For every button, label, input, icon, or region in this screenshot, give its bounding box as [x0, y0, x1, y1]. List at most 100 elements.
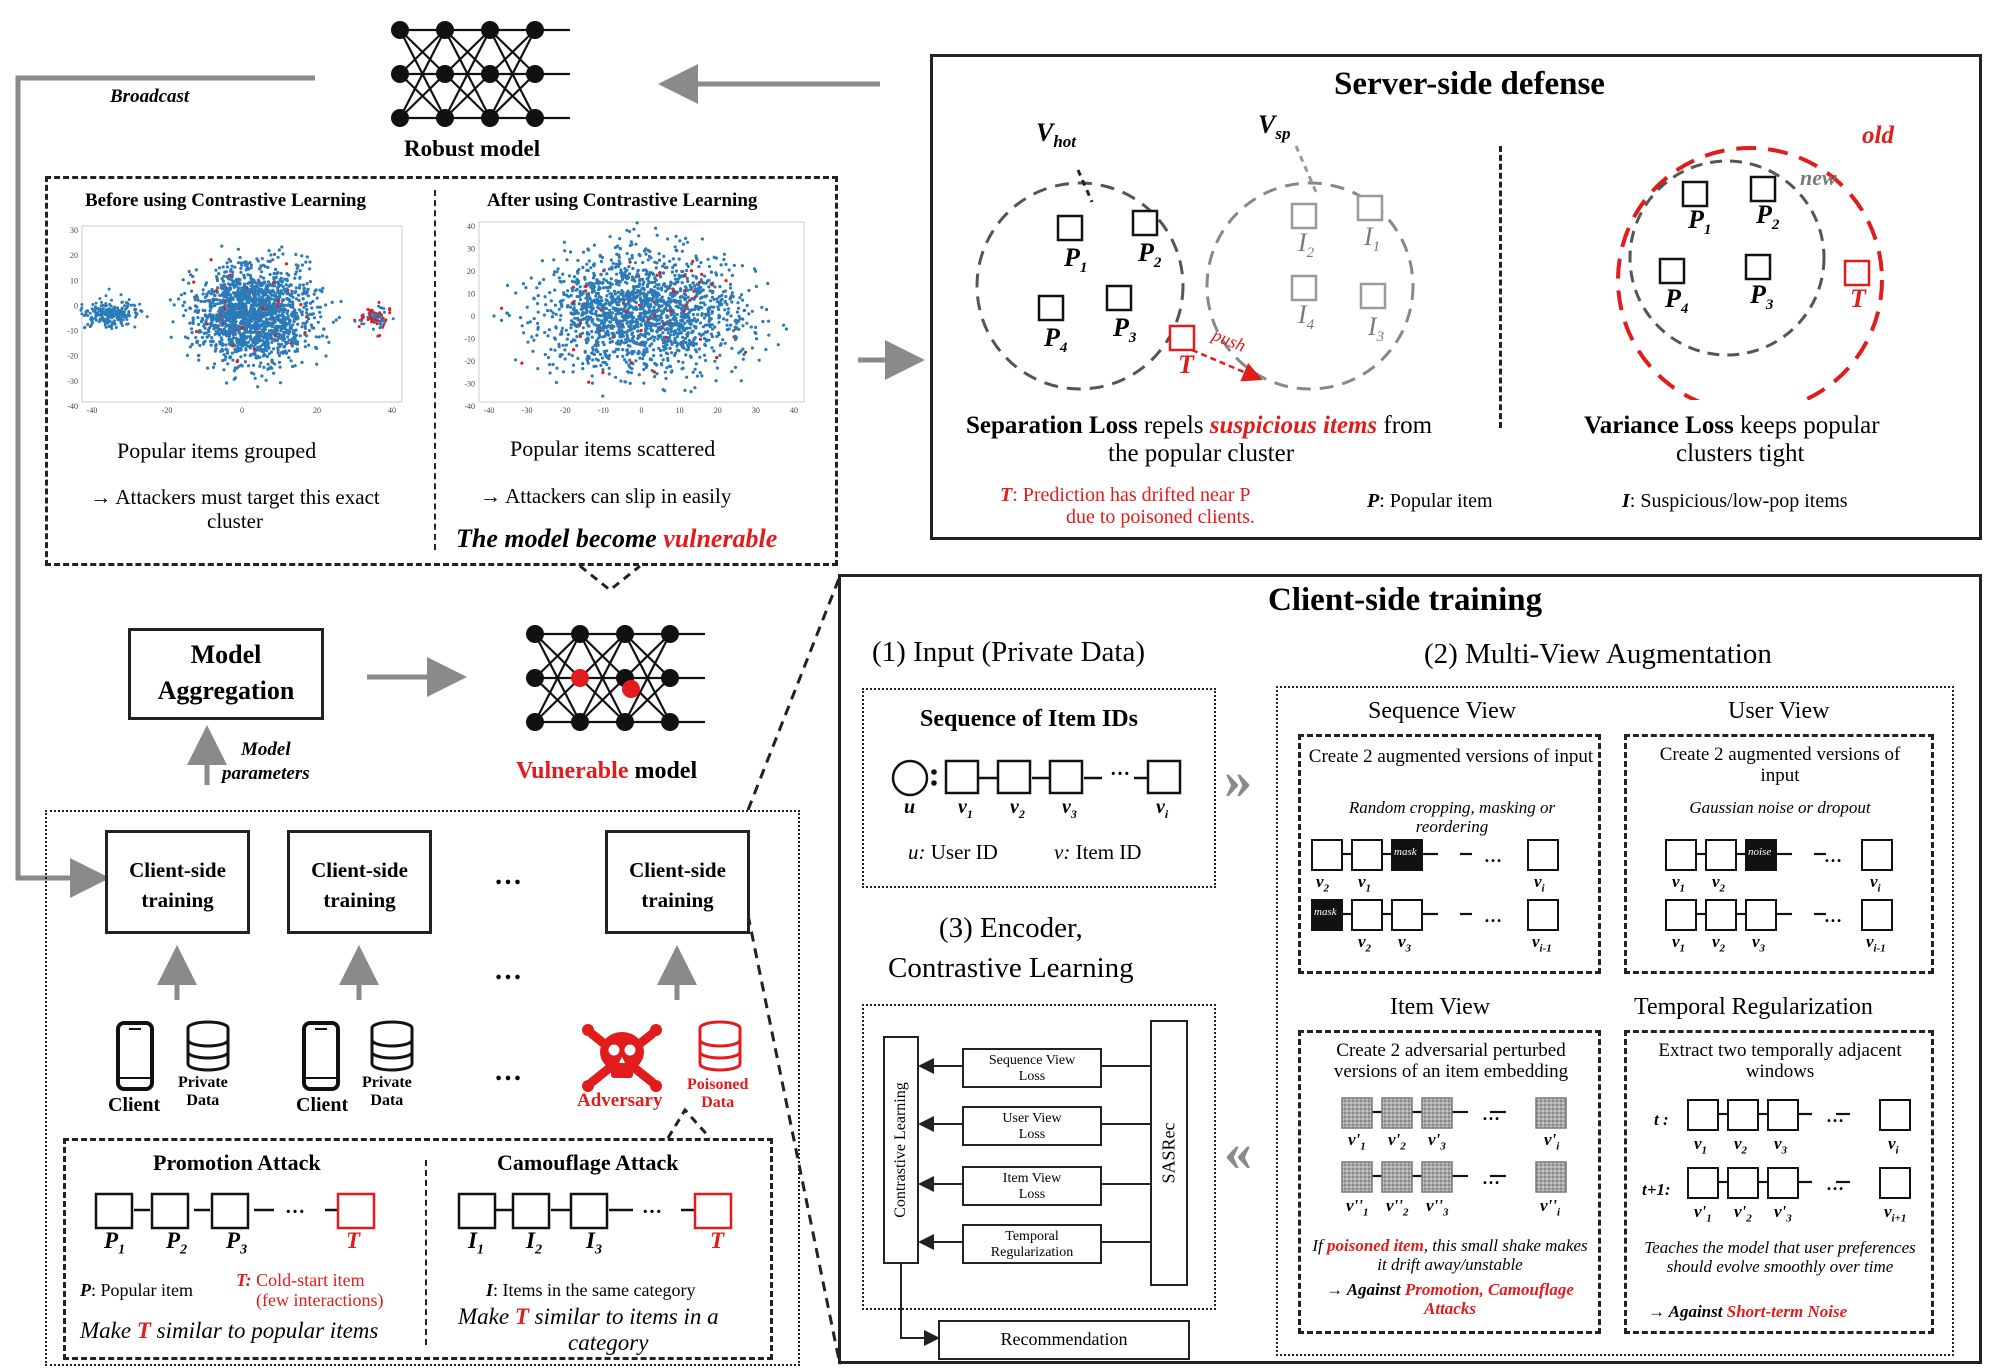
scatter-point	[116, 318, 120, 322]
item-view-heading: Item View	[1390, 994, 1491, 1020]
scatter-point	[614, 375, 618, 379]
scatter-point	[578, 285, 582, 289]
scatter-point	[601, 313, 605, 317]
scatter-point	[285, 311, 289, 316]
scatter-point	[237, 330, 241, 334]
scatter-point	[203, 295, 207, 299]
aggregation-line1: Model	[190, 640, 262, 669]
scatter-point	[284, 287, 289, 291]
scatter-point	[286, 335, 290, 339]
scatter-point	[570, 279, 575, 283]
scatter-point	[237, 305, 241, 309]
scatter-point	[628, 229, 632, 234]
scatter-point	[571, 312, 575, 316]
scatter-point	[687, 338, 691, 342]
scatter-point	[651, 308, 655, 313]
scatter-point	[312, 316, 317, 320]
tick-label: 20	[313, 406, 321, 415]
scatter-point	[730, 370, 734, 374]
scatter-point	[200, 316, 204, 321]
scatter-point	[607, 315, 611, 319]
scatter-point	[631, 337, 635, 341]
label-p2: P2	[1138, 238, 1162, 272]
scatter-point	[86, 323, 90, 326]
scatter-point	[216, 318, 220, 322]
scatter-point	[602, 321, 606, 325]
client-training-box-adversary[interactable]: Client-side training	[605, 830, 750, 934]
scatter-point	[686, 295, 690, 299]
item-view-diagram	[1341, 1097, 1567, 1193]
scatter-point	[666, 331, 670, 335]
scatter-point	[715, 335, 719, 339]
scatter-point	[659, 297, 663, 301]
scatter-point	[698, 280, 702, 284]
scatter-point	[211, 365, 216, 369]
scatter-point	[248, 295, 252, 299]
scatter-point	[286, 309, 290, 313]
scatter-point	[586, 247, 590, 251]
scatter-point	[535, 302, 540, 306]
scatter-point	[581, 250, 586, 254]
scatter-point	[725, 318, 729, 322]
scatter-point	[231, 306, 235, 310]
scatter-point	[673, 273, 677, 277]
scatter-point	[110, 321, 114, 325]
scatter-point	[221, 291, 225, 295]
scatter-point	[581, 265, 585, 270]
scatter-point	[611, 350, 615, 354]
scatter-point	[603, 317, 607, 321]
scatter-point	[663, 328, 668, 332]
scatter-point	[703, 323, 708, 327]
scatter-point	[624, 338, 628, 342]
temp-vi: vi	[1888, 1134, 1899, 1157]
aggregation-line2: Aggregation	[157, 676, 295, 705]
scatter-point	[679, 340, 683, 345]
scatter-point	[252, 307, 257, 311]
scatter-point	[590, 318, 594, 322]
scatter-point	[218, 293, 222, 297]
scatter-point	[264, 378, 268, 382]
scatter-point	[655, 372, 659, 376]
scatter-point	[99, 304, 103, 308]
scatter-point	[191, 316, 195, 320]
scatter-point	[685, 240, 690, 244]
scatter-point	[277, 342, 281, 346]
recommendation-box: Recommendation	[938, 1320, 1190, 1360]
scatter-point	[218, 301, 223, 305]
tick-label: -40	[67, 402, 78, 411]
scatter-point	[560, 304, 564, 309]
input-heading: (1) Input (Private Data)	[872, 636, 1145, 668]
clients-ellipsis-2: …	[494, 955, 522, 986]
scatter-point	[226, 298, 230, 302]
client-training-box-1[interactable]: Client-side training	[105, 830, 250, 934]
scatter-point	[630, 349, 634, 353]
scatter-point	[256, 345, 260, 349]
tick-label: -40	[464, 402, 475, 411]
scatter-point	[252, 313, 256, 317]
scatter-point	[241, 332, 245, 336]
scatter-point	[253, 316, 257, 320]
scatter-point	[669, 326, 673, 330]
scatter-point	[358, 318, 362, 322]
scatter-point	[239, 334, 243, 338]
client-training-box-2[interactable]: Client-side training	[287, 830, 432, 934]
scatter-point	[532, 338, 536, 342]
scatter-point	[231, 296, 235, 300]
scatter-point	[269, 350, 274, 354]
scatter-point	[377, 304, 380, 308]
scatter-point	[101, 307, 105, 310]
scatter-point	[536, 367, 540, 371]
scatter-point	[300, 325, 304, 329]
scatter-point	[717, 316, 721, 320]
scatter-point	[284, 342, 288, 346]
scatter-point	[251, 310, 255, 314]
scatter-point	[302, 286, 306, 290]
scatter-point	[273, 305, 277, 309]
scatter-point	[337, 315, 341, 320]
scatter-point	[203, 326, 207, 330]
scatter-point	[724, 294, 728, 299]
scatter-point	[628, 260, 632, 264]
scatter-point	[657, 252, 661, 256]
scatter-point	[584, 296, 588, 300]
scatter-point	[594, 294, 598, 298]
